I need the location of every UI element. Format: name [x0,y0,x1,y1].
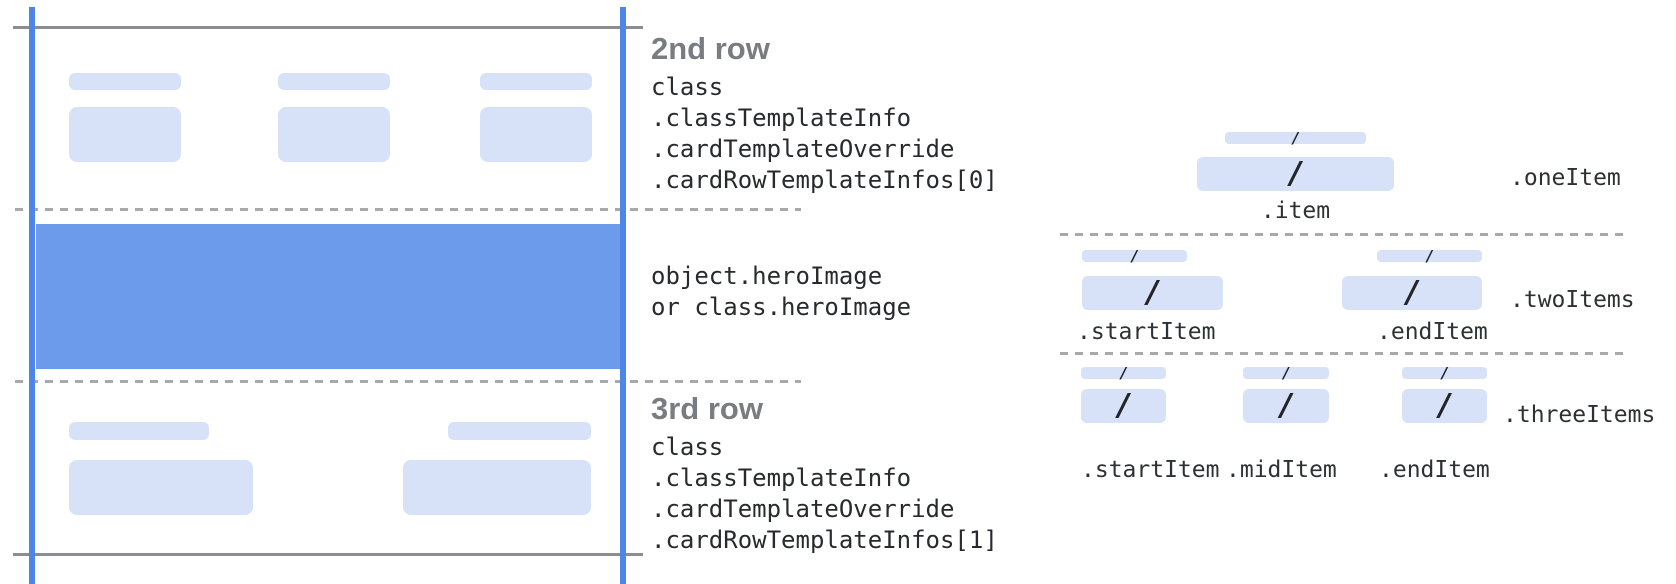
hero-image-band [36,224,622,369]
card-top-boundary-line [13,26,643,29]
three-items-row-label: .threeItems [1503,402,1656,428]
placeholder-value [403,460,591,515]
slash-glyph: / [1439,388,1450,423]
slash-glyph: / [1283,363,1289,382]
panel-divider-dashed [1060,233,1630,236]
code-line: .cardRowTemplateInfos[0] [651,166,998,194]
slash-glyph: / [1280,388,1292,423]
placeholder-value [278,107,390,162]
item-value-bar: / [1082,276,1223,310]
second-row-heading: 2nd row [651,31,770,66]
slash-glyph: / [1120,363,1127,382]
one-item-row-label: .oneItem [1510,165,1621,191]
end-item-field-label: .endItem [1377,319,1488,345]
item-label-bar: / [1081,363,1166,382]
code-line: .cardTemplateOverride [651,135,955,163]
code-line: .cardTemplateOverride [651,495,955,523]
slash-glyph: / [1406,275,1418,310]
code-line: object.heroImage [651,262,883,290]
card-left-edge-line [29,7,35,584]
slash-glyph: / [1147,275,1158,310]
end-item-field-label: .endItem [1379,457,1490,483]
item-label-bar: / [1225,128,1366,147]
item-value-bar: / [1342,276,1482,310]
placeholder-label [480,73,592,90]
code-line: class [651,433,724,461]
panel-divider-dashed [1060,352,1630,355]
item-field-label: .item [1260,198,1331,224]
slash-glyph: / [1426,246,1433,265]
second-row-field-path: class .classTemplateInfo .cardTemplateOv… [651,72,998,196]
item-value-bar: / [1081,389,1166,423]
slash-glyph: / [1131,246,1138,265]
placeholder-value [69,460,253,515]
slash-glyph: / [1441,363,1448,382]
item-label-bar: / [1402,363,1487,382]
item-value-bar: / [1197,157,1394,191]
placeholder-label [69,422,209,440]
second-row-divider-dashed [15,208,801,211]
start-item-field-label: .startItem [1077,319,1216,345]
two-items-row-label: .twoItems [1510,287,1635,313]
placeholder-value [69,107,181,162]
hero-image-field-path: object.heroImage or class.heroImage [651,261,911,323]
card-right-edge-line [620,7,626,584]
code-line: or class.heroImage [651,293,912,321]
third-row-divider-dashed [15,380,801,383]
item-label-bar: / [1377,246,1482,265]
slash-glyph: / [1292,128,1299,147]
item-label-bar: / [1082,246,1187,265]
third-row-heading: 3rd row [651,391,763,426]
item-value-bar: / [1402,389,1487,423]
slash-glyph: / [1118,388,1129,423]
code-line: .classTemplateInfo [651,104,912,132]
code-line: .classTemplateInfo [651,464,912,492]
card-bottom-boundary-line [13,553,643,556]
item-label-bar: / [1243,363,1329,382]
placeholder-label [69,73,181,90]
mid-item-field-label: .midItem [1226,457,1337,483]
code-line: class [651,73,724,101]
start-item-field-label: .startItem [1081,457,1220,483]
slash-glyph: / [1290,156,1301,191]
item-value-bar: / [1243,389,1329,423]
placeholder-value [480,107,592,162]
placeholder-label [448,422,591,440]
placeholder-label [278,73,390,90]
code-line: .cardRowTemplateInfos[1] [651,526,998,554]
third-row-field-path: class .classTemplateInfo .cardTemplateOv… [651,432,998,556]
